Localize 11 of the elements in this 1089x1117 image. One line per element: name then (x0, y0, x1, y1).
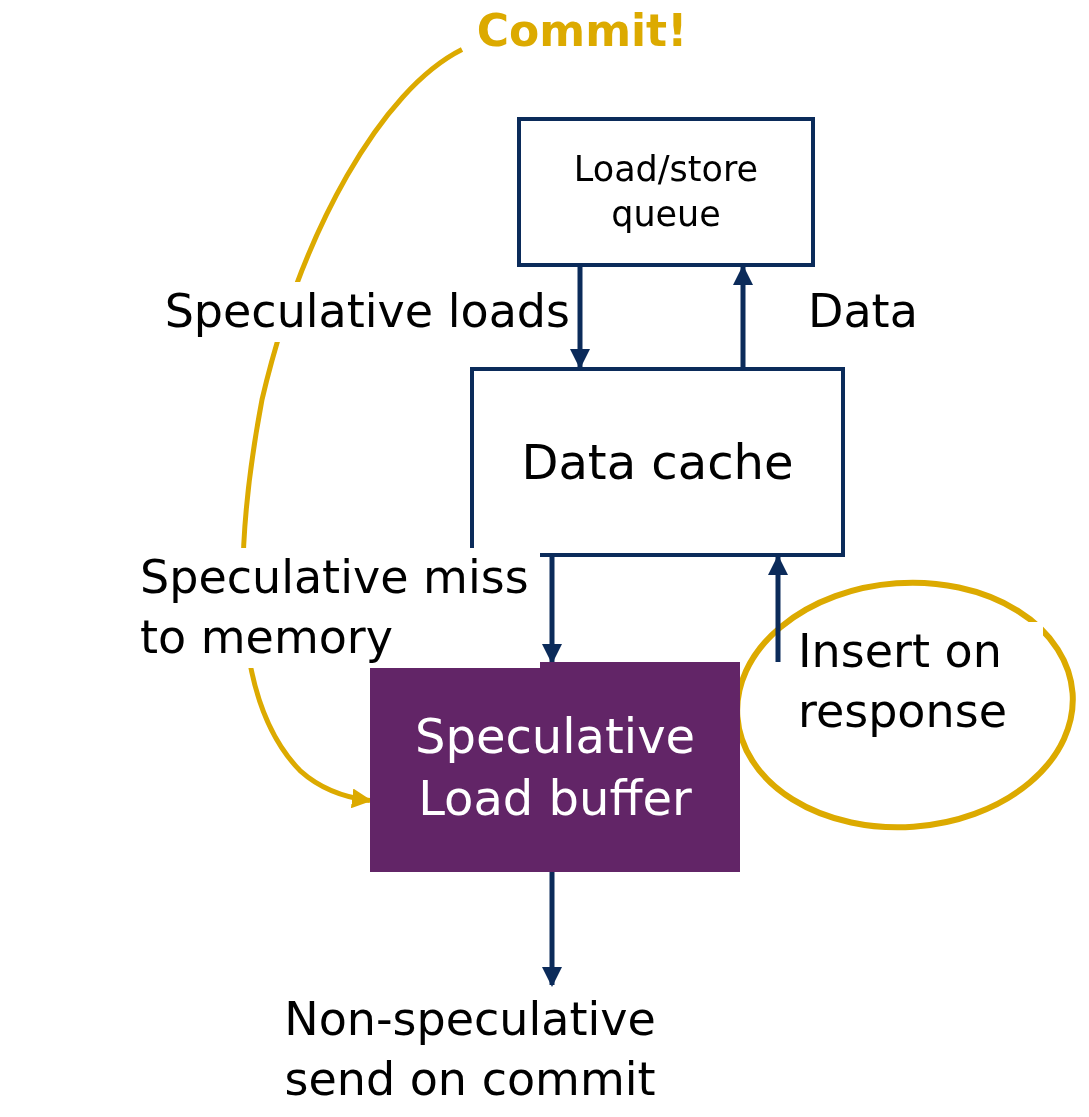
arrow (768, 555, 788, 662)
output-text: Non-speculative send on commit (240, 985, 700, 1115)
process-box: Load/store queue (517, 117, 815, 267)
annotation-text: Commit! (462, 0, 702, 62)
arrow (570, 267, 590, 369)
arrow (542, 872, 562, 987)
process-box: Data cache (470, 367, 845, 557)
process-box: Speculative Load buffer (370, 662, 740, 872)
arrow (733, 265, 753, 367)
edge-label: Speculative miss to memory (140, 548, 540, 668)
arrow (542, 557, 562, 664)
